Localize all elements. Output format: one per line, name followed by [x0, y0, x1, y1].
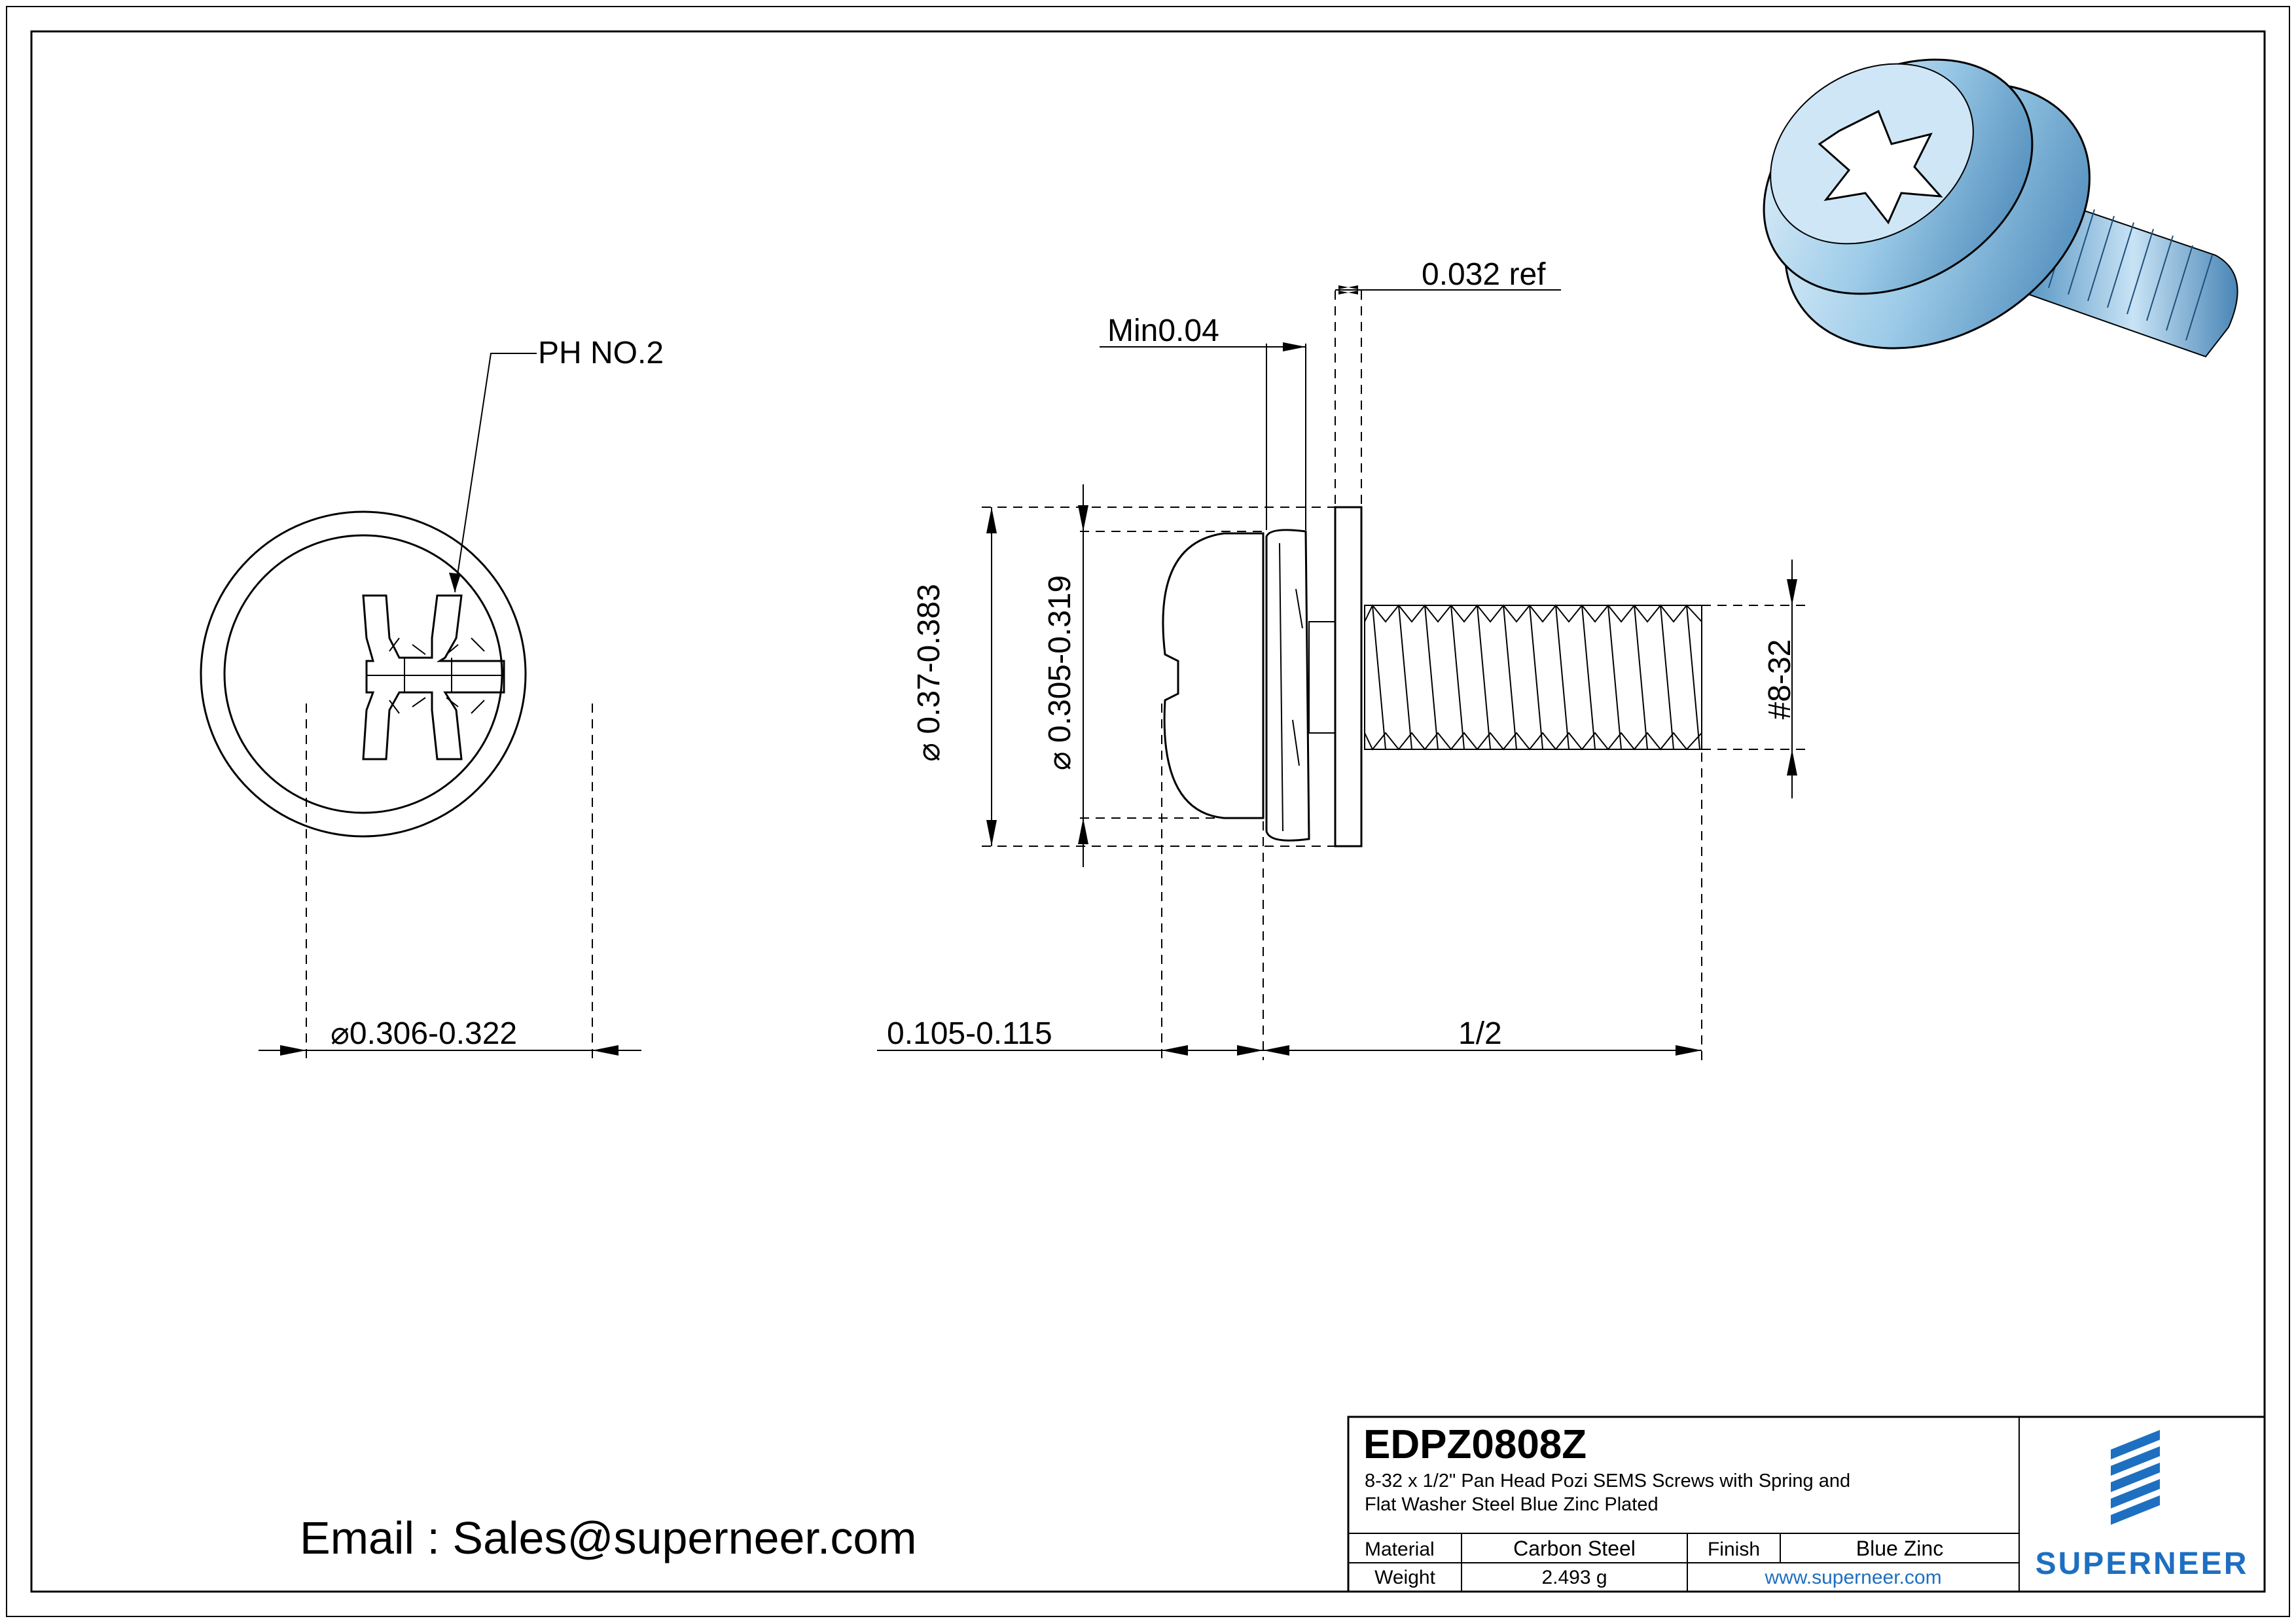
ref-arrows [1335, 285, 1361, 294]
description-line2: Flat Washer Steel Blue Zinc Plated [1365, 1494, 1659, 1515]
min-ext [1266, 344, 1306, 530]
pozi-ribs [389, 637, 485, 714]
screw-render [1763, 58, 2238, 358]
thread-teeth-bottom [1364, 732, 1702, 751]
ref-label: 0.032 ref [1422, 257, 1546, 292]
min-label: Min0.04 [1107, 313, 1219, 348]
min-arrow [1283, 342, 1306, 351]
washer-inner-value: 0.305-0.319 [1043, 575, 1077, 743]
render-pozi-recess [1818, 109, 1943, 224]
thread-label: #8-32 [1763, 639, 1797, 720]
description-line1: 8-32 x 1/2" Pan Head Pozi SEMS Screws wi… [1365, 1471, 1851, 1491]
superneer-logo [2111, 1430, 2160, 1525]
outer-border [6, 6, 2290, 1617]
part-number: EDPZ0808Z [1363, 1422, 1587, 1467]
ph-callout-label: PH NO.2 [538, 336, 664, 370]
finish-value: Blue Zinc [1856, 1537, 1944, 1560]
ref-ext [1335, 285, 1362, 504]
title-block [1347, 1416, 2266, 1593]
material-value: Carbon Steel [1513, 1537, 1636, 1560]
finish-label: Finish [1707, 1539, 1761, 1560]
brand-name: SUPERNEER [2035, 1546, 2249, 1581]
washer-outer-ext [982, 507, 1335, 847]
title-block-rows [1348, 1533, 2019, 1563]
diameter-symbol: ⌀ [331, 1016, 350, 1051]
thread-ext [1702, 605, 1806, 750]
bottom-arrows [1162, 1045, 1702, 1056]
head-outline [223, 534, 503, 814]
washer-outer-value: 0.37-0.383 [912, 584, 946, 734]
head-height-label: 0.105-0.115 [887, 1016, 1052, 1051]
head-diameter-value: 0.306-0.322 [349, 1016, 518, 1051]
diameter-symbol: ⌀ [1043, 751, 1077, 771]
length-label: 1/2 [1458, 1016, 1502, 1051]
ph-leader [454, 353, 537, 593]
washer-inner-label: ⌀ 0.305-0.319 [1042, 535, 1079, 810]
email-contact[interactable]: Email : Sales@superneer.com [300, 1512, 917, 1563]
thread-flanks [1372, 605, 1700, 750]
spring-washer [1265, 529, 1310, 842]
weight-value: 2.493 g [1541, 1567, 1607, 1588]
website-link[interactable]: www.superneer.com [1765, 1567, 1942, 1588]
side-view [877, 285, 1806, 1060]
spring-washer-lines [1279, 543, 1303, 832]
front-view [200, 353, 641, 1060]
washer-outer-label: ⌀ 0.37-0.383 [911, 535, 948, 810]
material-label: Material [1365, 1539, 1435, 1560]
head-diameter-ext [306, 704, 593, 1060]
title-block-frame [1347, 1416, 2266, 1593]
ph-leader-arrow [449, 573, 461, 592]
render-shank [2028, 195, 2238, 358]
thread-teeth-top [1364, 604, 1702, 623]
washer-outline [200, 510, 527, 838]
title-block-cols [1461, 1533, 1781, 1592]
inner-border [30, 30, 2266, 1593]
pozi-inner-lines [367, 658, 504, 693]
bottom-ext [1161, 704, 1702, 1060]
flat-washer [1334, 506, 1363, 847]
shank-under-washer [1308, 621, 1336, 734]
thread-envelope [1364, 605, 1702, 750]
weight-label: Weight [1374, 1567, 1435, 1588]
head-diameter-label: ⌀0.306-0.322 [331, 1016, 517, 1052]
pozi-cross [362, 594, 505, 760]
diameter-symbol: ⌀ [912, 742, 946, 762]
